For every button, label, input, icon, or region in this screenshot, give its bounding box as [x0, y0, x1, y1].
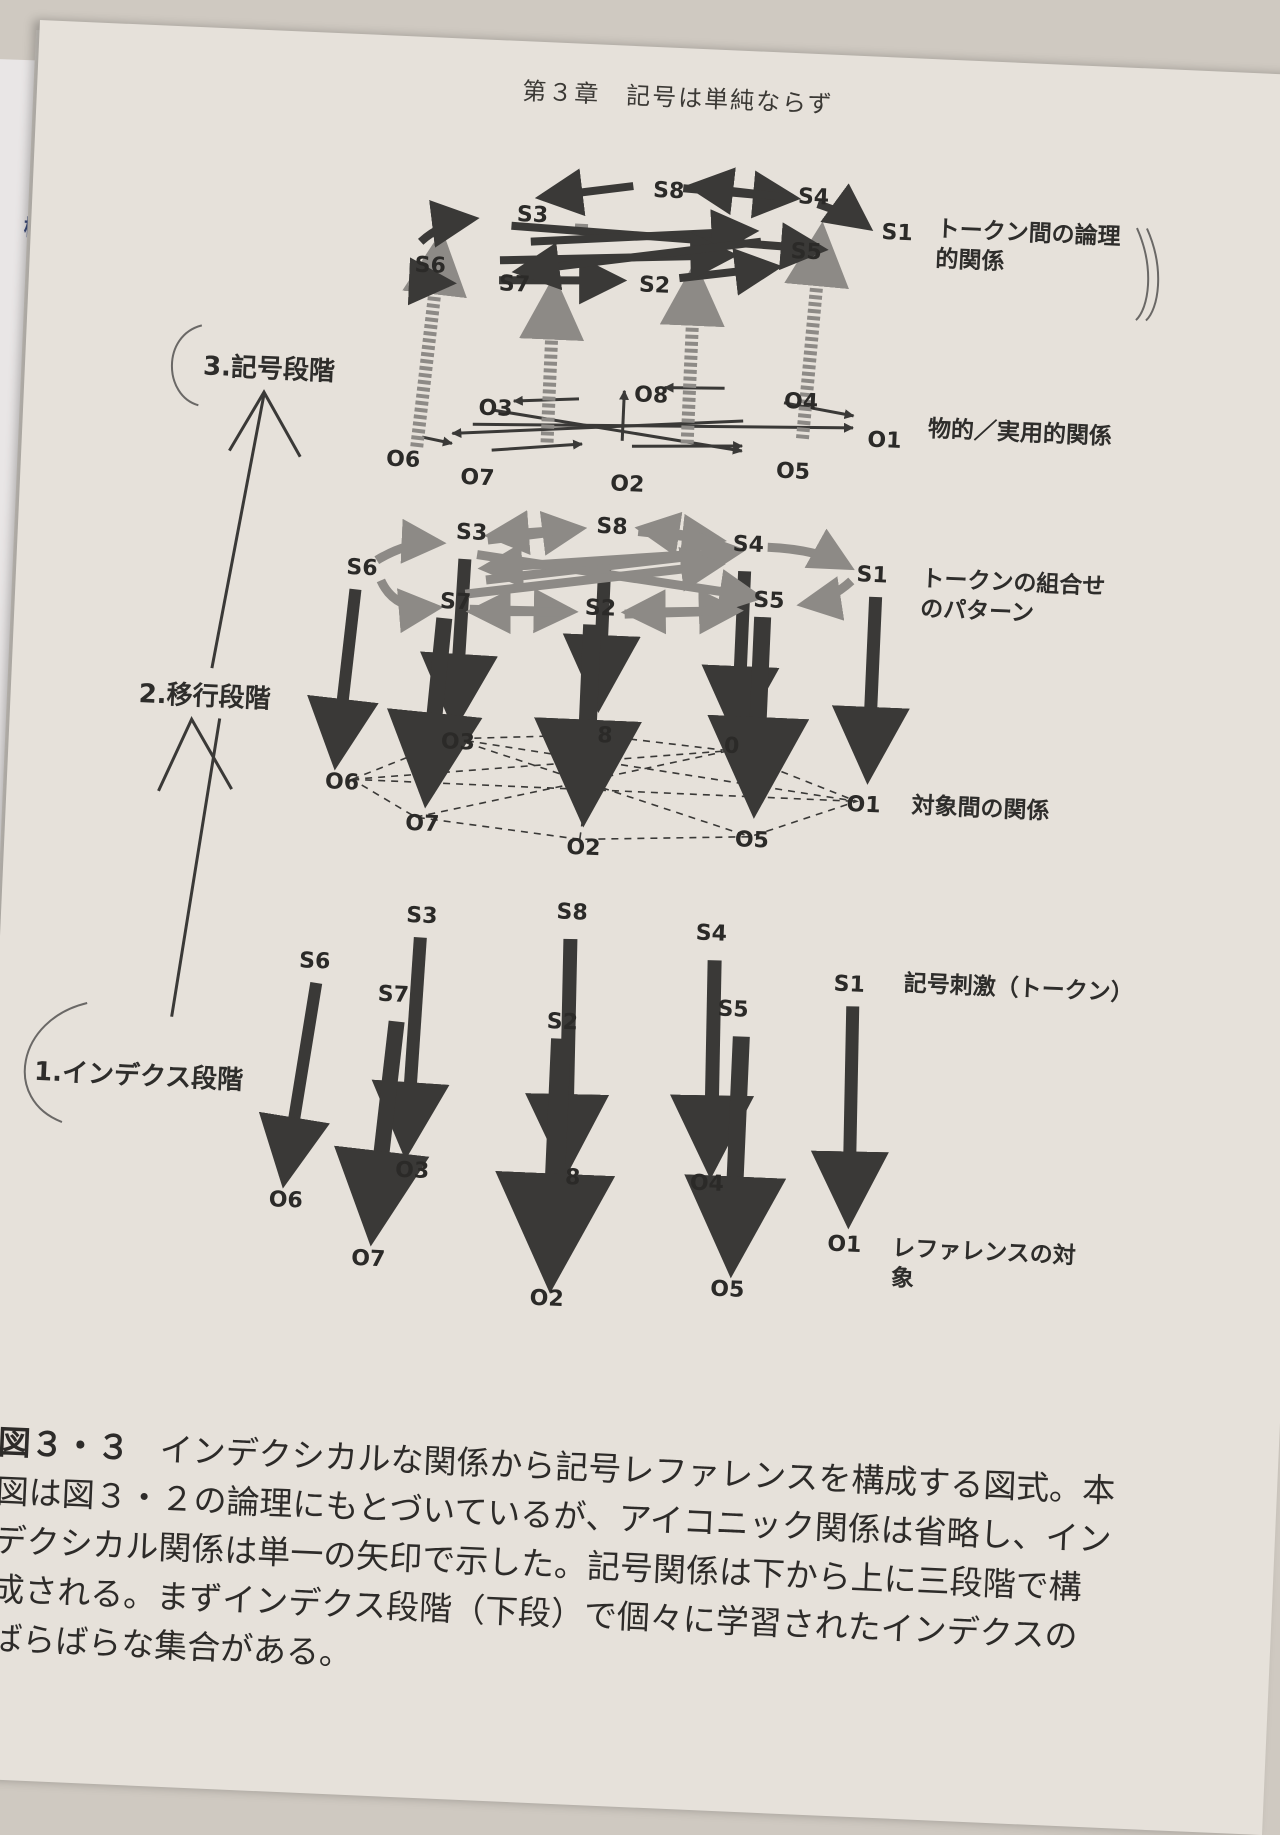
- index-stage-arrows: [281, 927, 860, 1286]
- node-s8: S8: [556, 899, 588, 925]
- node-o4: O4: [784, 389, 819, 415]
- arrow-s5-o5: [732, 1037, 742, 1262]
- node-s3: S3: [406, 903, 438, 929]
- arrow-s2-o2: [584, 625, 592, 810]
- node-s4: S4: [797, 184, 829, 210]
- node-s2: S2: [546, 1009, 578, 1035]
- node-s4: S4: [732, 532, 764, 558]
- arrow-s2-o2: [551, 1039, 561, 1274]
- node-o4: O4: [689, 1170, 724, 1196]
- node-s2: S2: [584, 595, 616, 621]
- node-s1: S1: [856, 562, 888, 588]
- node-s5: S5: [790, 239, 822, 265]
- node-s6: S6: [299, 948, 331, 974]
- node-o2: O2: [610, 471, 645, 497]
- node-o3: O3: [395, 1158, 430, 1184]
- hand-circle-mark: [170, 324, 202, 405]
- node-o7: O7: [405, 811, 440, 837]
- arrow-s5-o5: [755, 617, 763, 802]
- node-s7: S7: [439, 589, 471, 615]
- arrow-s7-o7: [427, 618, 445, 793]
- node-s3: S3: [516, 202, 548, 228]
- arrow-s4-o4: [706, 960, 720, 1165]
- node-s5: S5: [753, 588, 785, 614]
- node-o7: O7: [351, 1246, 386, 1272]
- arrow-s1-o1: [844, 1006, 858, 1216]
- node-s1: S1: [881, 220, 913, 246]
- arrow-s3-o3: [455, 559, 465, 719]
- node-o4-partial: 0: [723, 734, 739, 760]
- node-o1: O1: [846, 792, 881, 818]
- node-o7: O7: [460, 465, 495, 491]
- book-page: 第３章 記号は単純ならず: [0, 20, 1280, 1835]
- node-s4: S4: [695, 920, 727, 946]
- arrow-s1-o1: [868, 597, 876, 772]
- node-o8-partial: 8: [597, 723, 613, 749]
- label-token-combination: トークンの組合せ のパターン: [919, 564, 1201, 636]
- arrow-s7-o7: [373, 1021, 397, 1231]
- node-o3: O3: [478, 396, 513, 422]
- label-logical-relations: トークン間の論理 的関係: [935, 214, 1217, 286]
- node-o2: O2: [529, 1286, 564, 1312]
- node-o5: O5: [775, 459, 810, 485]
- node-s3: S3: [456, 520, 488, 546]
- node-s7: S7: [498, 271, 530, 297]
- node-o6: O6: [386, 447, 421, 473]
- node-o2: O2: [566, 835, 601, 861]
- node-s6: S6: [346, 555, 378, 581]
- figure-number: 図３・３: [0, 1423, 131, 1468]
- arrow-s6-o6: [285, 982, 316, 1178]
- node-o6: O6: [268, 1187, 303, 1213]
- label-reference-object: レファレンスの対 象: [890, 1233, 1172, 1305]
- node-o6: O6: [325, 769, 360, 795]
- transition-stage-arrows: [334, 549, 876, 822]
- node-s2: S2: [638, 272, 670, 298]
- node-o3: O3: [440, 729, 475, 755]
- node-o5: O5: [734, 827, 769, 853]
- node-s8: S8: [653, 178, 685, 204]
- stage-label-symbol: 3.記号段階: [202, 345, 335, 388]
- arrow-s6-o6: [336, 589, 355, 759]
- node-s5: S5: [717, 997, 749, 1023]
- node-o8-partial: 8: [564, 1165, 580, 1191]
- node-s7: S7: [377, 982, 409, 1008]
- node-s6: S6: [414, 253, 446, 279]
- stage-label-transition: 2.移行段階: [138, 673, 271, 716]
- node-s1: S1: [833, 972, 865, 998]
- arrow-s3-o3: [406, 937, 420, 1147]
- node-s8: S8: [596, 514, 628, 540]
- node-o5: O5: [710, 1276, 745, 1302]
- node-o1: O1: [867, 428, 902, 454]
- stage-arrow-1-2: [172, 717, 220, 1018]
- node-o1: O1: [827, 1232, 862, 1258]
- node-o8: O8: [634, 382, 669, 408]
